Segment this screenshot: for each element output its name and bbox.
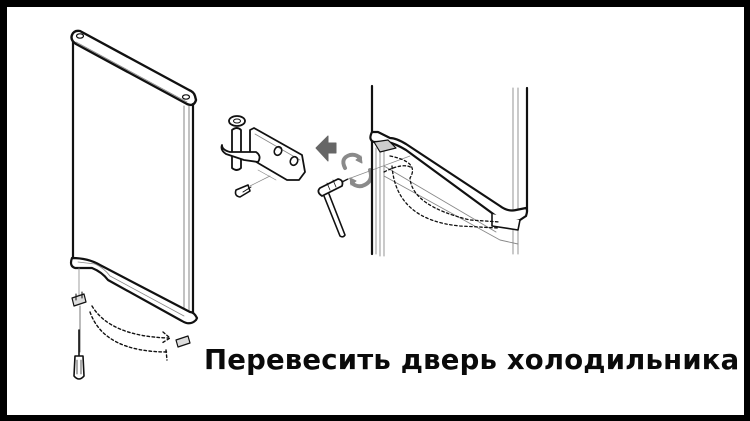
hole-cover-plug	[71, 291, 87, 307]
move-plug-dashed-arrows	[89, 305, 171, 361]
hole-cover-plug-right	[175, 335, 191, 348]
door-hinge-bracket	[220, 127, 306, 181]
screwdriver	[73, 305, 85, 380]
refrigerator-body	[369, 84, 529, 257]
rotate-icon	[341, 152, 373, 189]
hinge-screw	[234, 175, 271, 198]
door-swing-dashed	[383, 155, 501, 229]
direction-arrow-left[interactable]	[315, 135, 337, 162]
socket-wrench	[317, 155, 411, 238]
hinge-washer	[228, 115, 246, 127]
refrigerator-door	[69, 29, 199, 325]
caption-title: Перевесить дверь холодильника	[204, 344, 740, 376]
